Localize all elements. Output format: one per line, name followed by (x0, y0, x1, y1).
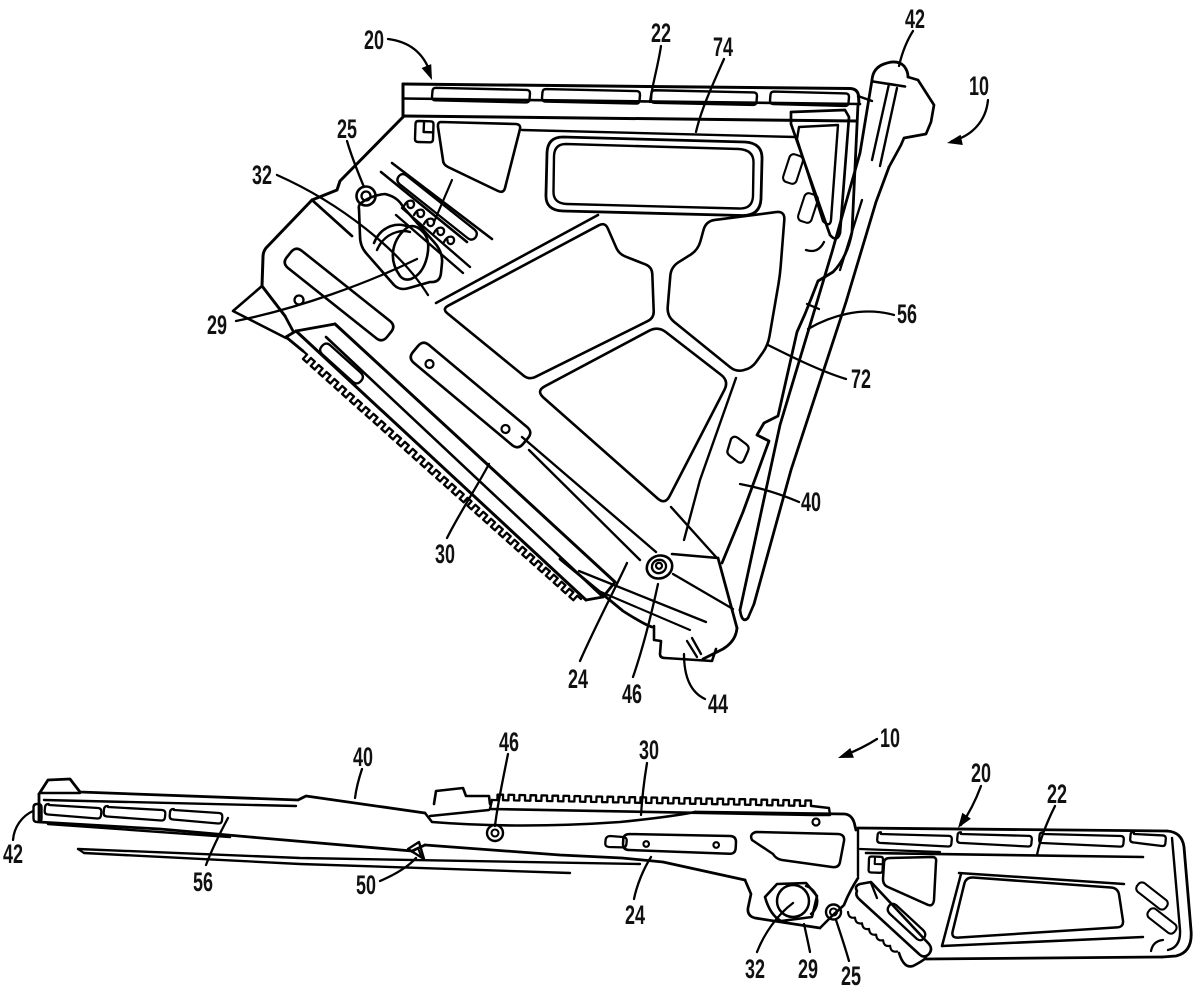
svg-text:24: 24 (568, 664, 588, 694)
svg-text:32: 32 (745, 954, 765, 984)
svg-text:40: 40 (801, 487, 821, 517)
svg-text:22: 22 (1047, 779, 1067, 809)
svg-text:42: 42 (905, 4, 925, 34)
svg-text:74: 74 (713, 32, 733, 62)
svg-text:72: 72 (851, 364, 871, 394)
svg-text:44: 44 (708, 689, 728, 719)
svg-text:42: 42 (3, 839, 23, 869)
svg-text:46: 46 (499, 727, 519, 757)
svg-text:10: 10 (880, 723, 900, 753)
svg-text:30: 30 (639, 735, 659, 765)
svg-text:10: 10 (969, 71, 989, 101)
svg-text:56: 56 (897, 299, 917, 329)
svg-text:46: 46 (622, 679, 642, 709)
svg-text:22: 22 (651, 18, 671, 48)
svg-text:40: 40 (353, 742, 373, 772)
svg-text:20: 20 (971, 758, 991, 788)
svg-text:25: 25 (337, 114, 357, 144)
svg-text:25: 25 (841, 961, 861, 991)
svg-text:56: 56 (193, 867, 213, 897)
svg-text:24: 24 (625, 900, 645, 930)
svg-text:29: 29 (798, 954, 818, 984)
svg-text:20: 20 (364, 25, 384, 55)
svg-text:50: 50 (356, 870, 376, 900)
svg-text:32: 32 (252, 160, 272, 190)
svg-text:30: 30 (435, 539, 455, 569)
svg-text:29: 29 (207, 310, 227, 340)
